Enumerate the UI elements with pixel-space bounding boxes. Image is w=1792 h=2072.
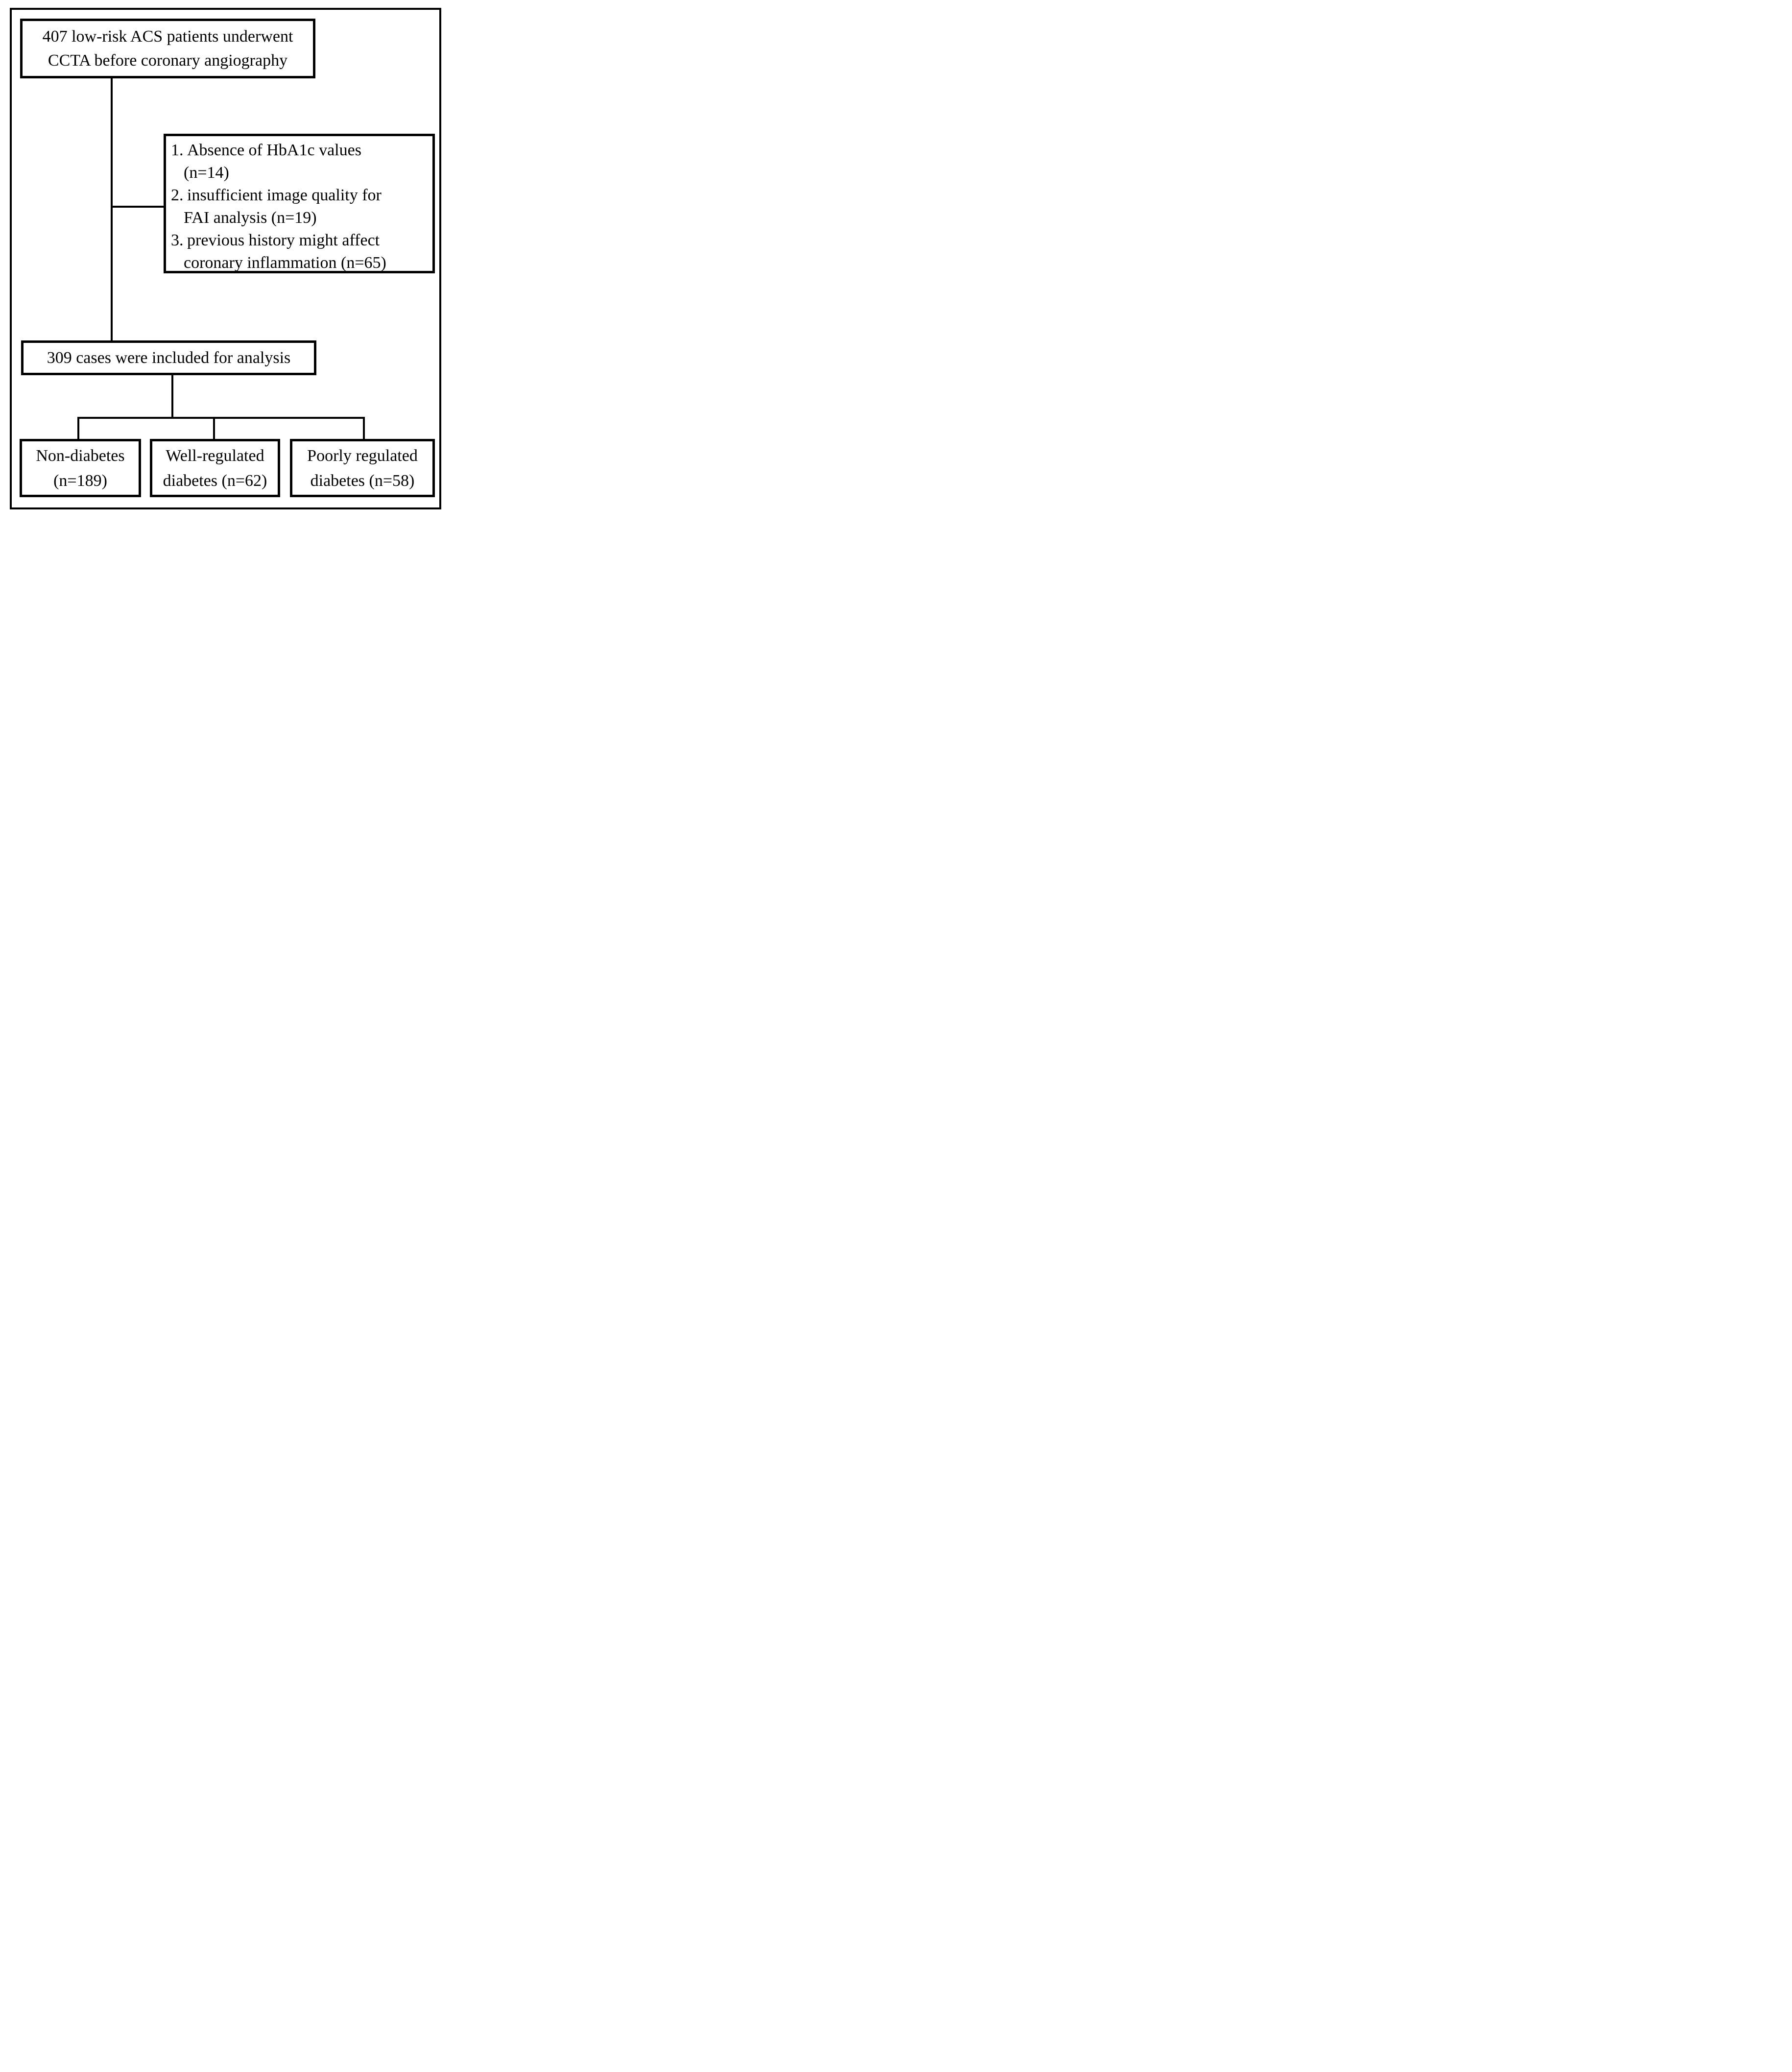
exclusion-item-3: 3.previous history might affect [171, 229, 430, 252]
connector-stem-top [111, 78, 113, 341]
exclusion-item-1: 1.Absence of HbA1c values [171, 139, 430, 162]
exclusion-item-1-cont: (n=14) [184, 164, 229, 182]
group-non-diabetes-line-1: Non-diabetes [36, 446, 125, 465]
exclusion-item-2-text: insufficient image quality for [187, 186, 382, 204]
exclusion-box: 1.Absence of HbA1c values (n=14) 2.insuf… [164, 134, 435, 273]
connector-stub-middle [213, 417, 215, 439]
connector-to-exclusions [112, 206, 165, 208]
group-poorly-regulated-line-1: Poorly regulated [307, 446, 418, 465]
group-poorly-regulated-line-2: diabetes (n=58) [310, 471, 415, 490]
group-box-non-diabetes: Non-diabetes (n=189) [20, 439, 141, 497]
exclusion-item-2: 2.insufficient image quality for [171, 184, 430, 207]
connector-branch-line [77, 417, 365, 419]
group-box-well-regulated: Well-regulated diabetes (n=62) [150, 439, 280, 497]
exclusion-item-3-text: previous history might affect [187, 231, 380, 249]
top-box: 407 low-risk ACS patients underwent CCTA… [20, 19, 315, 78]
group-well-regulated-line-2: diabetes (n=62) [163, 471, 267, 490]
exclusion-item-3-number: 3. [171, 231, 184, 249]
included-box-text: 309 cases were included for analysis [47, 349, 291, 367]
exclusion-item-1-number: 1. [171, 141, 184, 159]
flow-diagram: 407 low-risk ACS patients underwent CCTA… [0, 0, 448, 518]
exclusion-item-3-cont: coronary inflammation (n=65) [184, 254, 386, 272]
exclusion-item-2-number: 2. [171, 186, 184, 204]
outer-frame [10, 8, 441, 509]
connector-stub-right [363, 417, 365, 439]
exclusion-item-1-text: Absence of HbA1c values [187, 141, 361, 159]
exclusion-item-2-cont: FAI analysis (n=19) [184, 209, 317, 227]
top-box-line-2: CCTA before coronary angiography [48, 51, 288, 70]
top-box-line-1: 407 low-risk ACS patients underwent [42, 27, 293, 46]
group-box-poorly-regulated: Poorly regulated diabetes (n=58) [290, 439, 435, 497]
connector-stem-bottom [171, 375, 173, 419]
included-box: 309 cases were included for analysis [21, 340, 316, 375]
group-well-regulated-line-1: Well-regulated [166, 446, 264, 465]
connector-stub-left [77, 417, 79, 439]
group-non-diabetes-line-2: (n=189) [53, 471, 107, 490]
